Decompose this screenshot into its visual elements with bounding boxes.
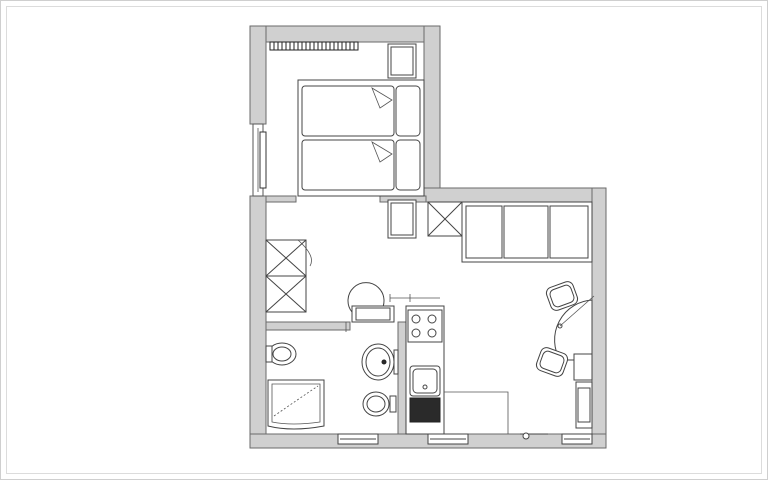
bath-door bbox=[347, 282, 385, 313]
windows bbox=[252, 123, 593, 445]
kitchenette bbox=[389, 294, 509, 435]
bedroom bbox=[297, 43, 425, 239]
shower bbox=[267, 379, 325, 430]
bed-upper bbox=[301, 85, 395, 137]
wall-top-bedroom bbox=[249, 25, 441, 43]
wall-bath-right bbox=[397, 321, 407, 435]
wall-bath-top-left bbox=[265, 321, 351, 331]
sofa bbox=[461, 201, 593, 263]
wall-left-lower bbox=[249, 195, 267, 449]
fridge bbox=[409, 397, 441, 423]
pillow-upper bbox=[395, 85, 421, 137]
wall-left-upper bbox=[249, 25, 267, 125]
entry-door bbox=[520, 432, 548, 440]
bedroom-door bbox=[427, 201, 463, 237]
radiator bbox=[269, 41, 359, 51]
chair-bottom bbox=[535, 347, 569, 377]
wall-right-living bbox=[591, 187, 607, 449]
chair-top bbox=[545, 281, 579, 311]
dining-set bbox=[535, 281, 595, 429]
bed-lower bbox=[301, 139, 395, 191]
wall-top-living bbox=[423, 187, 607, 203]
wardrobe bbox=[265, 239, 312, 313]
wall-bed-bottom-left bbox=[265, 195, 297, 203]
wall-right-bedroom bbox=[423, 25, 441, 197]
image-inner-frame bbox=[6, 6, 762, 474]
pillow-lower bbox=[395, 139, 421, 191]
bathroom bbox=[265, 282, 399, 430]
side-unit bbox=[573, 353, 593, 381]
stove bbox=[407, 309, 443, 343]
